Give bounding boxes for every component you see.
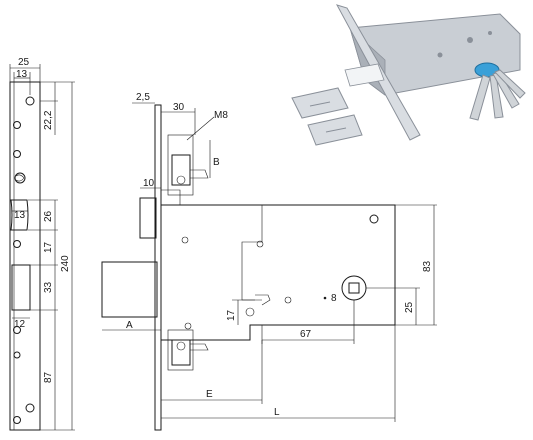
dim-eight: 8 <box>331 293 337 304</box>
dim-eightythree: 83 <box>422 260 433 272</box>
lock-side-drawing: 2,5 30 M8 B 10 A 17 67 8 25 83 <box>101 92 437 431</box>
dim-b: B <box>213 157 220 168</box>
dim-twentyfive: 25 <box>404 301 415 313</box>
dim-bottom: 87 <box>43 371 54 383</box>
dim-ten: 10 <box>143 178 155 189</box>
dim-slot-width: 13 <box>14 210 26 221</box>
dim-e: E <box>206 389 213 400</box>
dim-bolt-width: 12 <box>14 319 26 330</box>
dim-gap: 17 <box>43 241 54 253</box>
faceplate-drawing: 25 13 22,2 13 26 17 33 12 87 <box>9 57 75 431</box>
dim-slot-height: 26 <box>43 210 54 222</box>
dim-faceplate-inner: 13 <box>16 69 28 80</box>
dim-faceplate-width: 25 <box>18 57 30 68</box>
dim-a: A <box>126 320 133 331</box>
product-render <box>291 4 526 146</box>
dim-bolt-height: 33 <box>43 281 54 293</box>
dim-faceplate-top: 22,2 <box>43 110 54 130</box>
dim-seventeen: 17 <box>226 309 237 321</box>
dim-total-height: 240 <box>60 255 71 272</box>
dim-case-offset: 30 <box>173 102 185 113</box>
dim-l: L <box>274 407 280 418</box>
dim-plate-thickness: 2,5 <box>136 92 150 103</box>
dim-sixtyseven: 67 <box>300 329 312 340</box>
dim-screw: M8 <box>214 110 228 121</box>
